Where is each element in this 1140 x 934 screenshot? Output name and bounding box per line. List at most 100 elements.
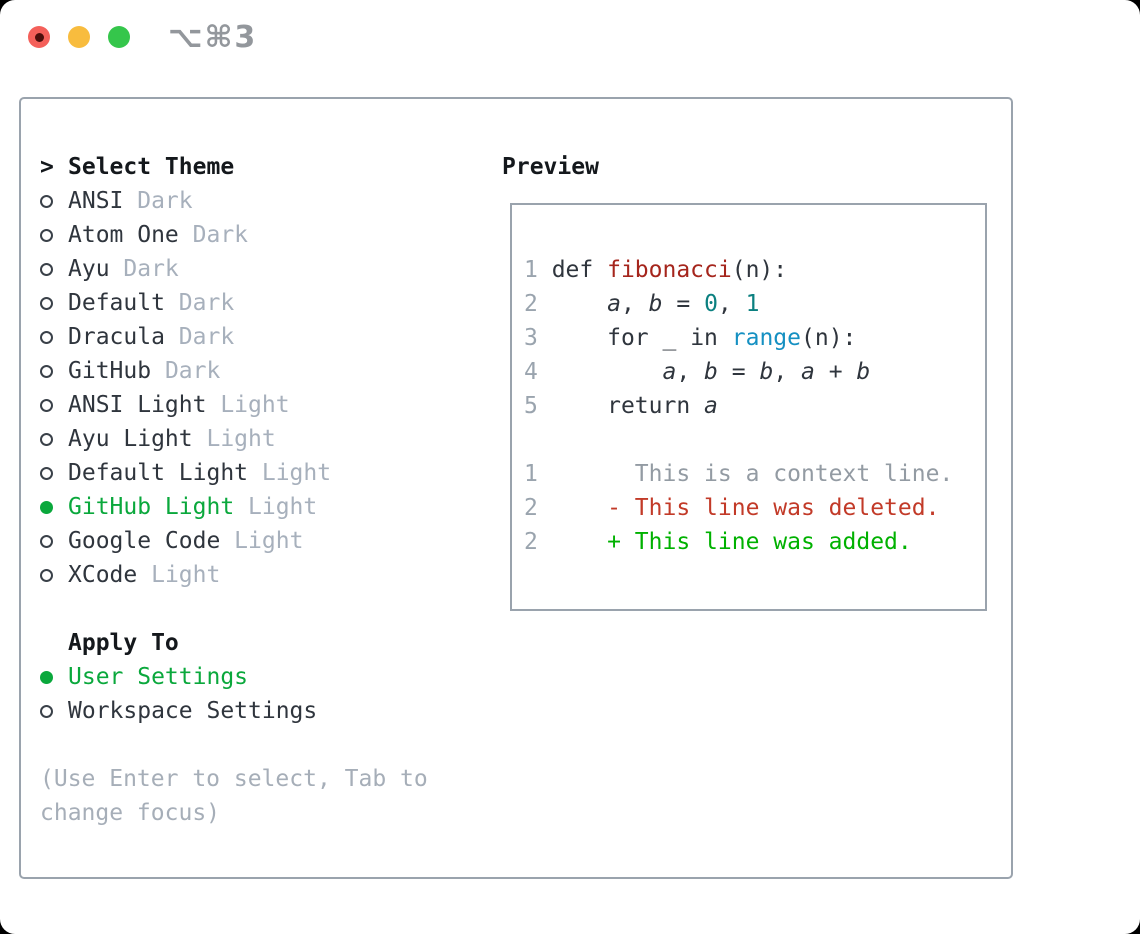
theme-option-ayu-light[interactable]: Ayu Light Light: [40, 422, 428, 456]
apply-option-user-settings[interactable]: User Settings: [40, 660, 428, 694]
theme-variant-label: Dark: [123, 188, 193, 214]
theme-name: ANSI Light: [68, 392, 207, 418]
theme-option-ayu[interactable]: Ayu Dark: [40, 252, 428, 286]
theme-name: Ayu: [68, 256, 110, 282]
radio-unselected-icon: [40, 228, 53, 242]
code-line: 3 for _ in range(n):: [524, 321, 953, 355]
theme-variant-label: Light: [206, 392, 290, 418]
code-token-fn: fibonacci: [607, 257, 732, 283]
code-token-num: 1: [524, 461, 552, 487]
code-token-txt: [552, 393, 607, 419]
theme-variant-label: Light: [220, 528, 304, 554]
window-shortcut-label: ⌥⌘3: [168, 19, 258, 55]
theme-name: GitHub: [68, 358, 152, 384]
theme-option-atom-one[interactable]: Atom One Dark: [40, 218, 428, 252]
code-token-var: a: [607, 291, 621, 317]
theme-option-dracula[interactable]: Dracula Dark: [40, 320, 428, 354]
code-token-txt: (n):: [731, 257, 788, 283]
radio-cell: [40, 194, 68, 208]
radio-cell: [40, 670, 68, 684]
minimize-button[interactable]: [68, 26, 90, 48]
code-token-num: 2: [524, 529, 552, 555]
radio-unselected-icon: [40, 330, 53, 344]
theme-variant-label: Dark: [151, 358, 221, 384]
theme-name: Google Code: [68, 528, 221, 554]
select-theme-title: Select Theme: [68, 154, 235, 180]
theme-option-default-light[interactable]: Default Light Light: [40, 456, 428, 490]
apply-option-workspace-settings[interactable]: Workspace Settings: [40, 694, 428, 728]
code-line: 1 def fibonacci(n):: [524, 253, 953, 287]
theme-option-ansi-light[interactable]: ANSI Light Light: [40, 388, 428, 422]
code-token-var: a: [704, 393, 718, 419]
hint-text-line-1: (Use Enter to select, Tab to: [40, 766, 428, 792]
code-token-del: - This line was deleted.: [551, 495, 940, 521]
code-token-txt: =: [717, 359, 760, 385]
radio-cell: [40, 262, 68, 276]
code-token-txt: _: [648, 325, 691, 351]
code-token-txt: (n):: [801, 325, 857, 351]
radio-unselected-icon: [40, 466, 53, 480]
code-token-var: b: [759, 359, 774, 385]
theme-variant-label: Dark: [109, 256, 179, 282]
theme-variant-label: Dark: [164, 324, 235, 350]
code-token-num: 2: [524, 495, 552, 521]
theme-name: Dracula: [68, 324, 165, 350]
radio-unselected-icon: [40, 364, 53, 378]
theme-option-ansi[interactable]: ANSI Dark: [40, 184, 428, 218]
code-token-txt: [718, 325, 732, 351]
code-token-bi: range: [731, 325, 801, 351]
theme-option-xcode[interactable]: XCode Light: [40, 558, 428, 592]
theme-option-default[interactable]: Default Dark: [40, 286, 428, 320]
radio-unselected-icon: [40, 534, 53, 548]
code-token-ctx: This is a context line.: [551, 461, 954, 487]
radio-selected-icon: [40, 670, 53, 684]
code-token-txt: ,: [676, 359, 705, 385]
code-token-num: 5: [524, 393, 552, 419]
theme-option-google-code[interactable]: Google Code Light: [40, 524, 428, 558]
code-token-add: + This line was added.: [551, 529, 912, 555]
close-button[interactable]: [28, 26, 50, 48]
code-line: 1 This is a context line.: [524, 457, 953, 491]
code-token-txt: [552, 325, 607, 351]
theme-variant-label: Light: [137, 562, 221, 588]
code-token-txt: ,: [773, 359, 802, 385]
theme-name: Ayu Light: [68, 426, 193, 452]
theme-variant-label: Dark: [178, 222, 249, 248]
radio-cell: [40, 704, 68, 718]
radio-unselected-icon: [40, 568, 53, 582]
zoom-button[interactable]: [108, 26, 130, 48]
apply-option-label: User Settings: [68, 664, 249, 690]
select-theme-header: >Select Theme: [40, 150, 428, 184]
theme-option-github[interactable]: GitHub Dark: [40, 354, 428, 388]
radio-cell: [40, 296, 68, 310]
spacer: [40, 592, 428, 626]
theme-name: Default Light: [68, 460, 249, 486]
code-line: 2 a, b = 0, 1: [524, 287, 953, 321]
code-line: 2 + This line was added.: [524, 525, 953, 559]
theme-name: GitHub Light: [68, 494, 235, 520]
code-token-txt: +: [814, 359, 857, 385]
code-token-lit: 1: [745, 291, 760, 317]
radio-cell: [40, 568, 68, 582]
code-token-var: a: [662, 359, 677, 385]
code-token-txt: ,: [717, 291, 746, 317]
theme-variant-label: Light: [192, 426, 276, 452]
radio-selected-icon: [40, 500, 53, 514]
preview-title: Preview: [502, 154, 599, 180]
code-token-num: 2: [524, 291, 552, 317]
code-token-num: 3: [524, 325, 552, 351]
theme-name: XCode: [68, 562, 138, 588]
code-token-kw: return: [607, 393, 691, 419]
apply-to-header: Apply To: [40, 626, 428, 660]
code-token-txt: [552, 359, 663, 385]
theme-option-github-light[interactable]: GitHub Light Light: [40, 490, 428, 524]
apply-to-title: Apply To: [68, 630, 179, 656]
theme-variant-label: Light: [248, 460, 332, 486]
code-token-var: a: [801, 359, 815, 385]
